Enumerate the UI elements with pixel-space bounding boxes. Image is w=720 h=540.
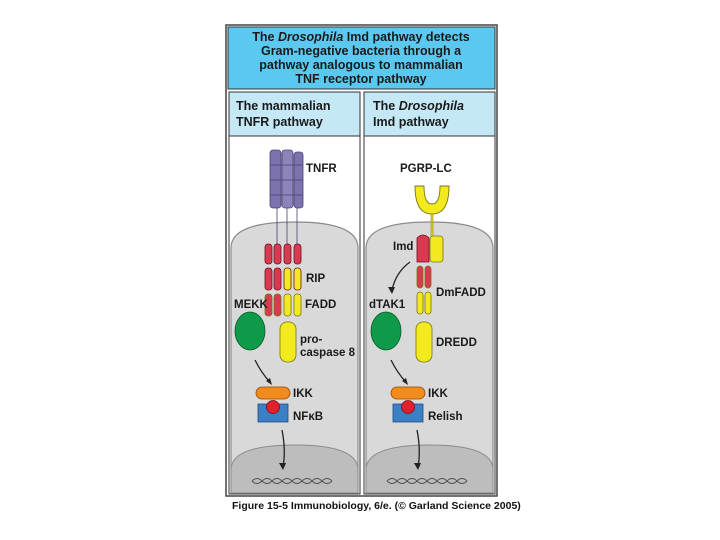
left-dna-icon <box>251 478 333 484</box>
receptor-death-domains <box>264 243 302 265</box>
right-nucleus <box>365 444 494 494</box>
imd-protein <box>416 234 430 263</box>
header-line-4: TNF receptor pathway <box>295 72 426 86</box>
procaspase-label-2: caspase 8 <box>300 347 356 359</box>
right-panel: The Drosophila Imd pathway PGRP-LC Imd D… <box>363 91 496 495</box>
right-panel-title-line-1: The Drosophila <box>373 99 464 113</box>
dtak1-label: dTAK1 <box>369 299 406 311</box>
dredd-label: DREDD <box>436 337 477 349</box>
mekk-kinase <box>234 311 266 351</box>
right-panel-title-box <box>363 91 496 137</box>
tnfr-receptor <box>269 149 304 245</box>
left-panel-title-line-1: The mammalian <box>236 99 330 113</box>
ikk-complex-drosophila <box>390 386 426 400</box>
rip-adaptor <box>264 267 302 291</box>
pgrp-lc-label: PGRP-LC <box>400 163 452 175</box>
figure-caption: Figure 15-5 Immunobiology, 6/e. (© Garla… <box>232 500 521 512</box>
dtak1-kinase <box>370 311 402 351</box>
fadd-adaptor <box>264 293 302 317</box>
ikk-drosophila-label: IKK <box>428 388 449 400</box>
rip-label: RIP <box>306 273 326 285</box>
imd-label: Imd <box>393 241 413 253</box>
header-box: The Drosophila Imd pathway detects Gram-… <box>227 26 496 90</box>
dredd-caspase <box>415 321 433 363</box>
dmfadd-label: DmFADD <box>436 287 486 299</box>
relish-label: Relish <box>428 411 463 423</box>
mekk-label: MEKK <box>234 299 269 311</box>
dmfadd-adaptor <box>416 265 432 315</box>
left-panel-title-box <box>228 91 361 137</box>
ikk-complex <box>255 386 291 400</box>
left-panel-title-line-2: TNFR pathway <box>236 115 323 129</box>
ikb-inhibitor <box>266 400 280 414</box>
left-panel: The mammalian TNFR pathway TNFR <box>228 91 361 495</box>
right-panel-title-line-2: Imd pathway <box>373 115 449 129</box>
header-line-2: Gram-negative bacteria through a <box>261 44 462 58</box>
procaspase-8 <box>279 321 297 363</box>
left-nucleus <box>230 444 359 494</box>
right-dna-icon <box>386 478 468 484</box>
pgrp-lc-receptor <box>414 185 450 215</box>
header-line-3: pathway analogous to mammalian <box>259 58 463 72</box>
fadd-label: FADD <box>305 299 336 311</box>
header-line-1: The Drosophila Imd pathway detects <box>252 30 469 44</box>
ikk-label: IKK <box>293 388 314 400</box>
relish-inhibitory-domain <box>401 400 415 414</box>
tnfr-label: TNFR <box>306 163 337 175</box>
nfkb-label: NFκB <box>293 411 323 423</box>
procaspase-label-1: pro- <box>300 334 323 346</box>
